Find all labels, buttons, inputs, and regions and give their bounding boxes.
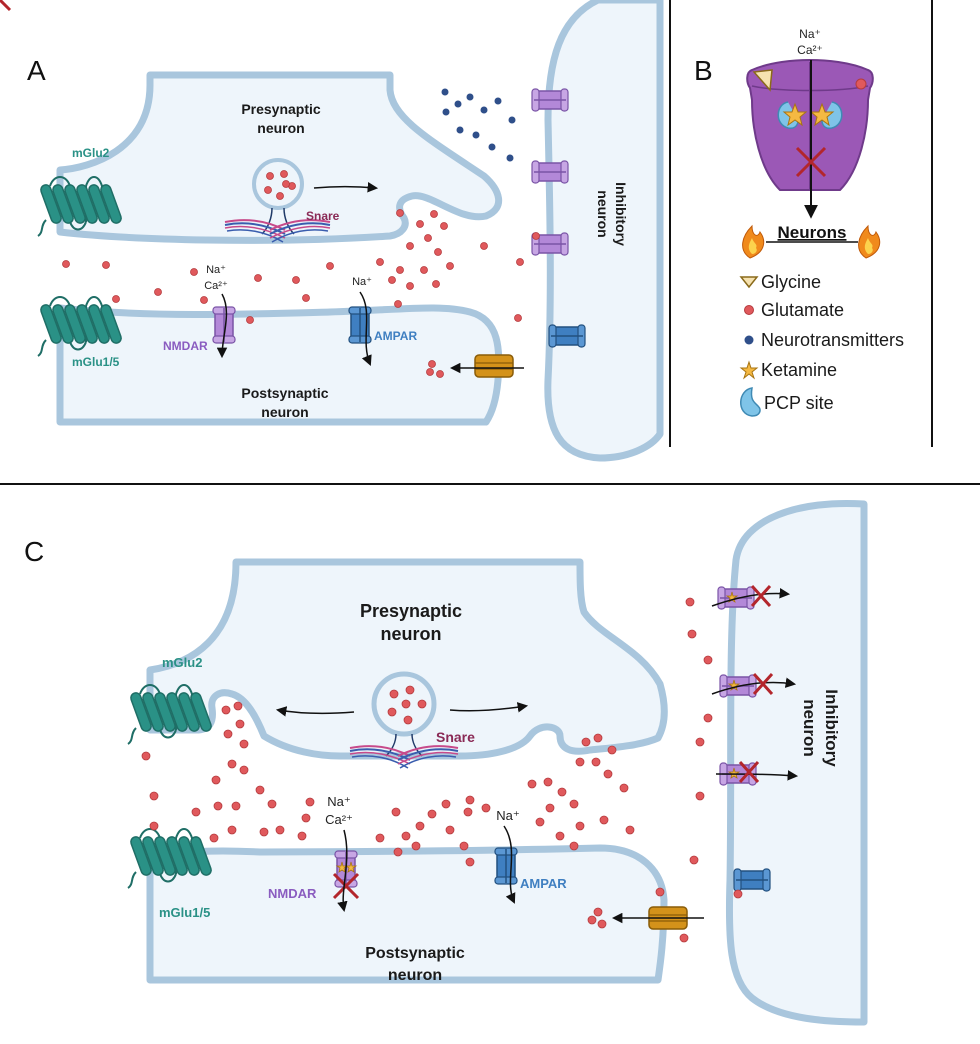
neurons-label: Neurons bbox=[778, 223, 847, 242]
block-x-b bbox=[795, 146, 827, 178]
presynaptic-neuron-membrane-a bbox=[56, 71, 502, 244]
nmdar-label-a: NMDAR bbox=[163, 339, 208, 353]
pcp-site-icon bbox=[740, 387, 761, 417]
ampar-flux-arrow-c bbox=[503, 825, 516, 904]
ampar-label-a: AMPAR bbox=[374, 329, 417, 343]
panel-b-ion-ca: Ca²⁺ bbox=[797, 43, 823, 57]
ampar-flux-arrow-a bbox=[359, 291, 372, 366]
mglu15-label-c: mGlu1/5 bbox=[159, 905, 210, 920]
panel-b-letter: B bbox=[694, 55, 713, 86]
gaba-receptor-1-a bbox=[531, 88, 569, 112]
ampar-ion-na-a: Na⁺ bbox=[352, 276, 372, 288]
legend-label-neurotransmitters: Neurotransmitters bbox=[761, 330, 904, 350]
ketamine-star-right bbox=[809, 102, 835, 127]
legend-label-pcp-site: PCP site bbox=[764, 393, 834, 413]
inhibitory-neuron-membrane-c bbox=[725, 499, 868, 1026]
legend-label-glycine: Glycine bbox=[761, 272, 821, 292]
snare-label-c: Snare bbox=[436, 729, 475, 745]
panel-c-letter: C bbox=[24, 536, 44, 567]
ampar-ion-na-c: Na⁺ bbox=[496, 808, 519, 823]
exocytosis-arrow-c-right bbox=[449, 702, 529, 713]
block-x-gaba-c bbox=[738, 584, 774, 784]
panel-c: C Presynaptic neuron Snare Postsynaptic … bbox=[24, 499, 868, 1026]
panel-b-ion-na: Na⁺ bbox=[799, 27, 821, 41]
glutamate-cleft-c bbox=[141, 597, 743, 943]
gaba-receptor-2-a bbox=[531, 160, 569, 184]
gaba-flux-arrow-1-c bbox=[711, 588, 791, 607]
nmdar-flux-arrow-c bbox=[337, 829, 348, 913]
snare-label-a: Snare bbox=[306, 209, 340, 223]
panel-b: B Na⁺ Ca²⁺ Neurons bbox=[0, 0, 904, 417]
vesicle-stalk-c bbox=[385, 733, 423, 757]
inhibitory-ampar-a bbox=[548, 324, 586, 348]
ampar-channel-a bbox=[348, 306, 372, 344]
glycine-icon bbox=[739, 276, 759, 289]
legend-label-glutamate: Glutamate bbox=[761, 300, 844, 320]
mglu2-label-c: mGlu2 bbox=[162, 655, 202, 670]
neurotransmitters-a bbox=[441, 88, 516, 162]
glutamate-transporter-a bbox=[474, 354, 514, 378]
inhibitory-label-a2: neuron bbox=[595, 190, 611, 237]
inhibitory-label-c1: Inhibitory bbox=[822, 689, 841, 767]
presynaptic-label-a1: Presynaptic bbox=[241, 101, 321, 117]
nmdar-flux-arrow-a bbox=[216, 293, 228, 359]
postsynaptic-label-a2: neuron bbox=[261, 404, 308, 420]
mglu2-label-a: mGlu2 bbox=[72, 146, 110, 160]
exocytosis-arrow-c-left bbox=[275, 706, 355, 717]
exocytosis-arrow-a bbox=[313, 182, 379, 193]
nmdar-label-c: NMDAR bbox=[268, 886, 317, 901]
postsynaptic-label-c1: Postsynaptic bbox=[365, 945, 465, 962]
ampar-label-c: AMPAR bbox=[520, 876, 567, 891]
flame-icon-left bbox=[742, 224, 765, 259]
neurotransmitter-dot bbox=[744, 335, 754, 345]
presynaptic-label-c1: Presynaptic bbox=[360, 601, 462, 621]
glutamate-dot bbox=[744, 305, 754, 315]
block-mark-b bbox=[0, 0, 12, 12]
ampar-channel-c bbox=[494, 847, 518, 885]
inhibitory-ampar-c bbox=[733, 868, 771, 892]
vesicle-a bbox=[252, 158, 304, 210]
presynaptic-label-c2: neuron bbox=[381, 624, 442, 644]
mglu15-label-a: mGlu1/5 bbox=[72, 355, 120, 369]
flame-icon-right bbox=[858, 224, 881, 259]
ketamine-star-left bbox=[782, 102, 808, 127]
gaba-flux-arrow-2-c bbox=[711, 677, 797, 695]
nmdar-ion-ca-c: Ca²⁺ bbox=[325, 812, 353, 827]
ketamine-star bbox=[739, 360, 759, 380]
legend-label-ketamine: Ketamine bbox=[761, 360, 837, 380]
nmdar-ion-na-a: Na⁺ bbox=[206, 264, 226, 276]
mglu2-receptor-c bbox=[127, 684, 214, 745]
gaba-flux-arrow-3-c bbox=[715, 770, 799, 781]
panel-a: A Presynaptic neuron Snare Postsynaptic … bbox=[27, 0, 664, 462]
vesicle-glutamate-c bbox=[387, 685, 427, 725]
inhibitory-label-c2: neuron bbox=[800, 699, 819, 757]
presynaptic-label-a2: neuron bbox=[257, 120, 304, 136]
vesicle-glutamate-a bbox=[264, 170, 296, 200]
glutamate-cleft-a bbox=[62, 209, 540, 378]
postsynaptic-label-c2: neuron bbox=[388, 967, 442, 984]
block-x-nmdar-c bbox=[332, 872, 360, 900]
nmdar-ion-na-c: Na⁺ bbox=[327, 794, 350, 809]
inhibitory-label-a1: Inhibitory bbox=[613, 182, 629, 246]
glycine-icon-on-receptor bbox=[752, 69, 773, 92]
legend: Glycine Glutamate Neurotransmitters Keta… bbox=[739, 272, 904, 417]
postsynaptic-neuron-membrane-a bbox=[56, 304, 503, 426]
postsynaptic-label-a1: Postsynaptic bbox=[241, 385, 328, 401]
panel-a-letter: A bbox=[27, 55, 46, 86]
nmdar-ion-ca-a: Ca²⁺ bbox=[204, 280, 228, 292]
glutamate-on-receptor bbox=[855, 78, 867, 90]
